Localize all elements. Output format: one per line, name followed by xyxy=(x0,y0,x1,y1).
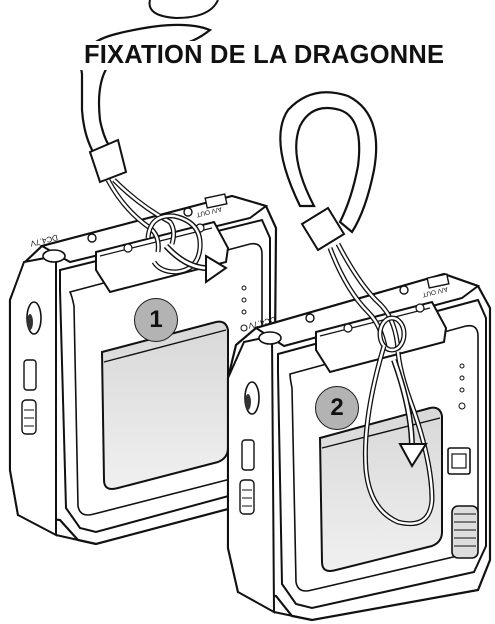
step-badge-2: 2 xyxy=(315,386,359,430)
step-badge-1: 1 xyxy=(134,298,178,342)
page-title: FIXATION DE LA DRAGONNE xyxy=(80,41,448,70)
camera-right xyxy=(228,274,490,620)
previous-figure-fragment xyxy=(150,0,218,18)
